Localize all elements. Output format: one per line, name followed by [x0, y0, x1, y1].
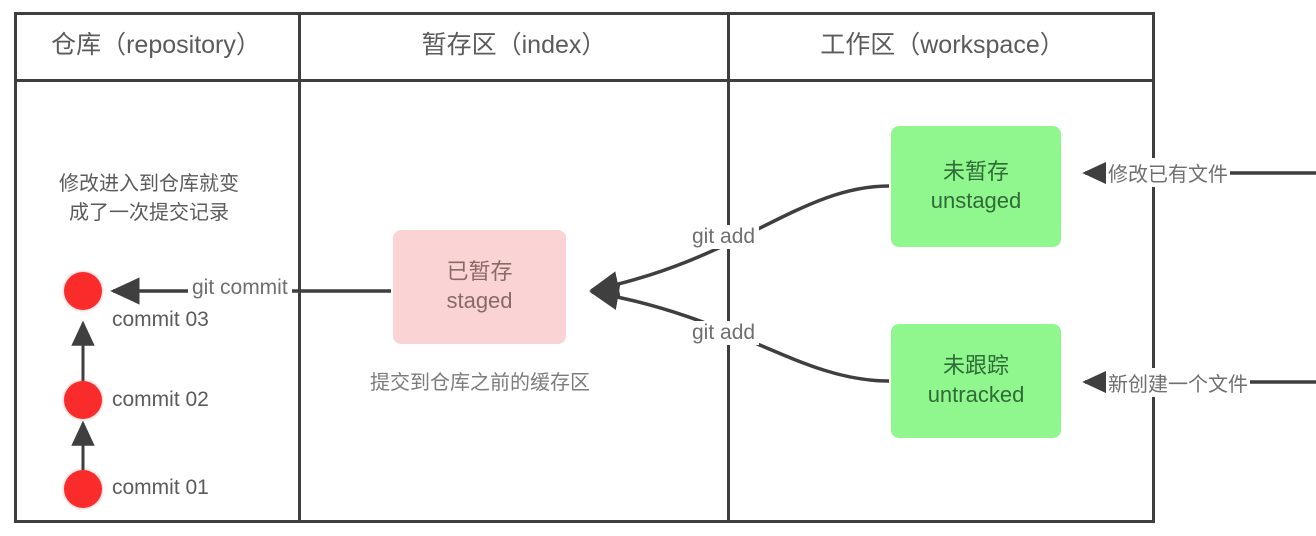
index-caption: 提交到仓库之前的缓存区 — [370, 372, 590, 394]
unstaged-box-label-en: unstaged — [930, 187, 1022, 213]
edge-label-git-commit: git commit — [188, 276, 292, 300]
commit-label-03: commit 03 — [112, 308, 209, 331]
unstaged-box-label-cn: 未暂存 — [942, 158, 1009, 184]
repository-note-line1: 修改进入到仓库就变 — [59, 173, 239, 195]
commit-node-01[interactable] — [64, 470, 102, 508]
staged-box-label-en: staged — [446, 288, 513, 313]
untracked-box[interactable]: 未跟踪 untracked — [891, 324, 1061, 438]
diagram-frame — [14, 12, 1155, 523]
commit-node-02[interactable] — [64, 381, 102, 419]
source-label-modify-existing: 修改已有文件 — [1106, 158, 1230, 187]
source-label-create-new: 新创建一个文件 — [1106, 368, 1250, 397]
column-header-index: 暂存区（index） — [421, 31, 607, 59]
repository-note: 修改进入到仓库就变 成了一次提交记录 — [24, 170, 274, 228]
column-header-workspace: 工作区（workspace） — [820, 31, 1065, 59]
edge-label-git-add-untracked: git add — [688, 321, 760, 345]
commit-node-03[interactable] — [64, 272, 102, 310]
commit-label-01: commit 01 — [112, 476, 209, 499]
header-divider — [14, 79, 1155, 82]
staged-box[interactable]: 已暂存 staged — [393, 230, 566, 344]
unstaged-box[interactable]: 未暂存 unstaged — [891, 126, 1061, 247]
column-divider-1 — [298, 12, 301, 523]
commit-label-02: commit 02 — [112, 388, 209, 411]
repository-note-line2: 成了一次提交记录 — [69, 202, 229, 224]
column-header-repository: 仓库（repository） — [51, 31, 261, 59]
untracked-box-label-en: untracked — [927, 382, 1025, 407]
edge-label-git-add-unstaged: git add — [688, 225, 760, 249]
column-divider-2 — [727, 12, 730, 523]
staged-box-label-cn: 已暂存 — [446, 259, 513, 285]
untracked-box-label-cn: 未跟踪 — [942, 353, 1009, 379]
